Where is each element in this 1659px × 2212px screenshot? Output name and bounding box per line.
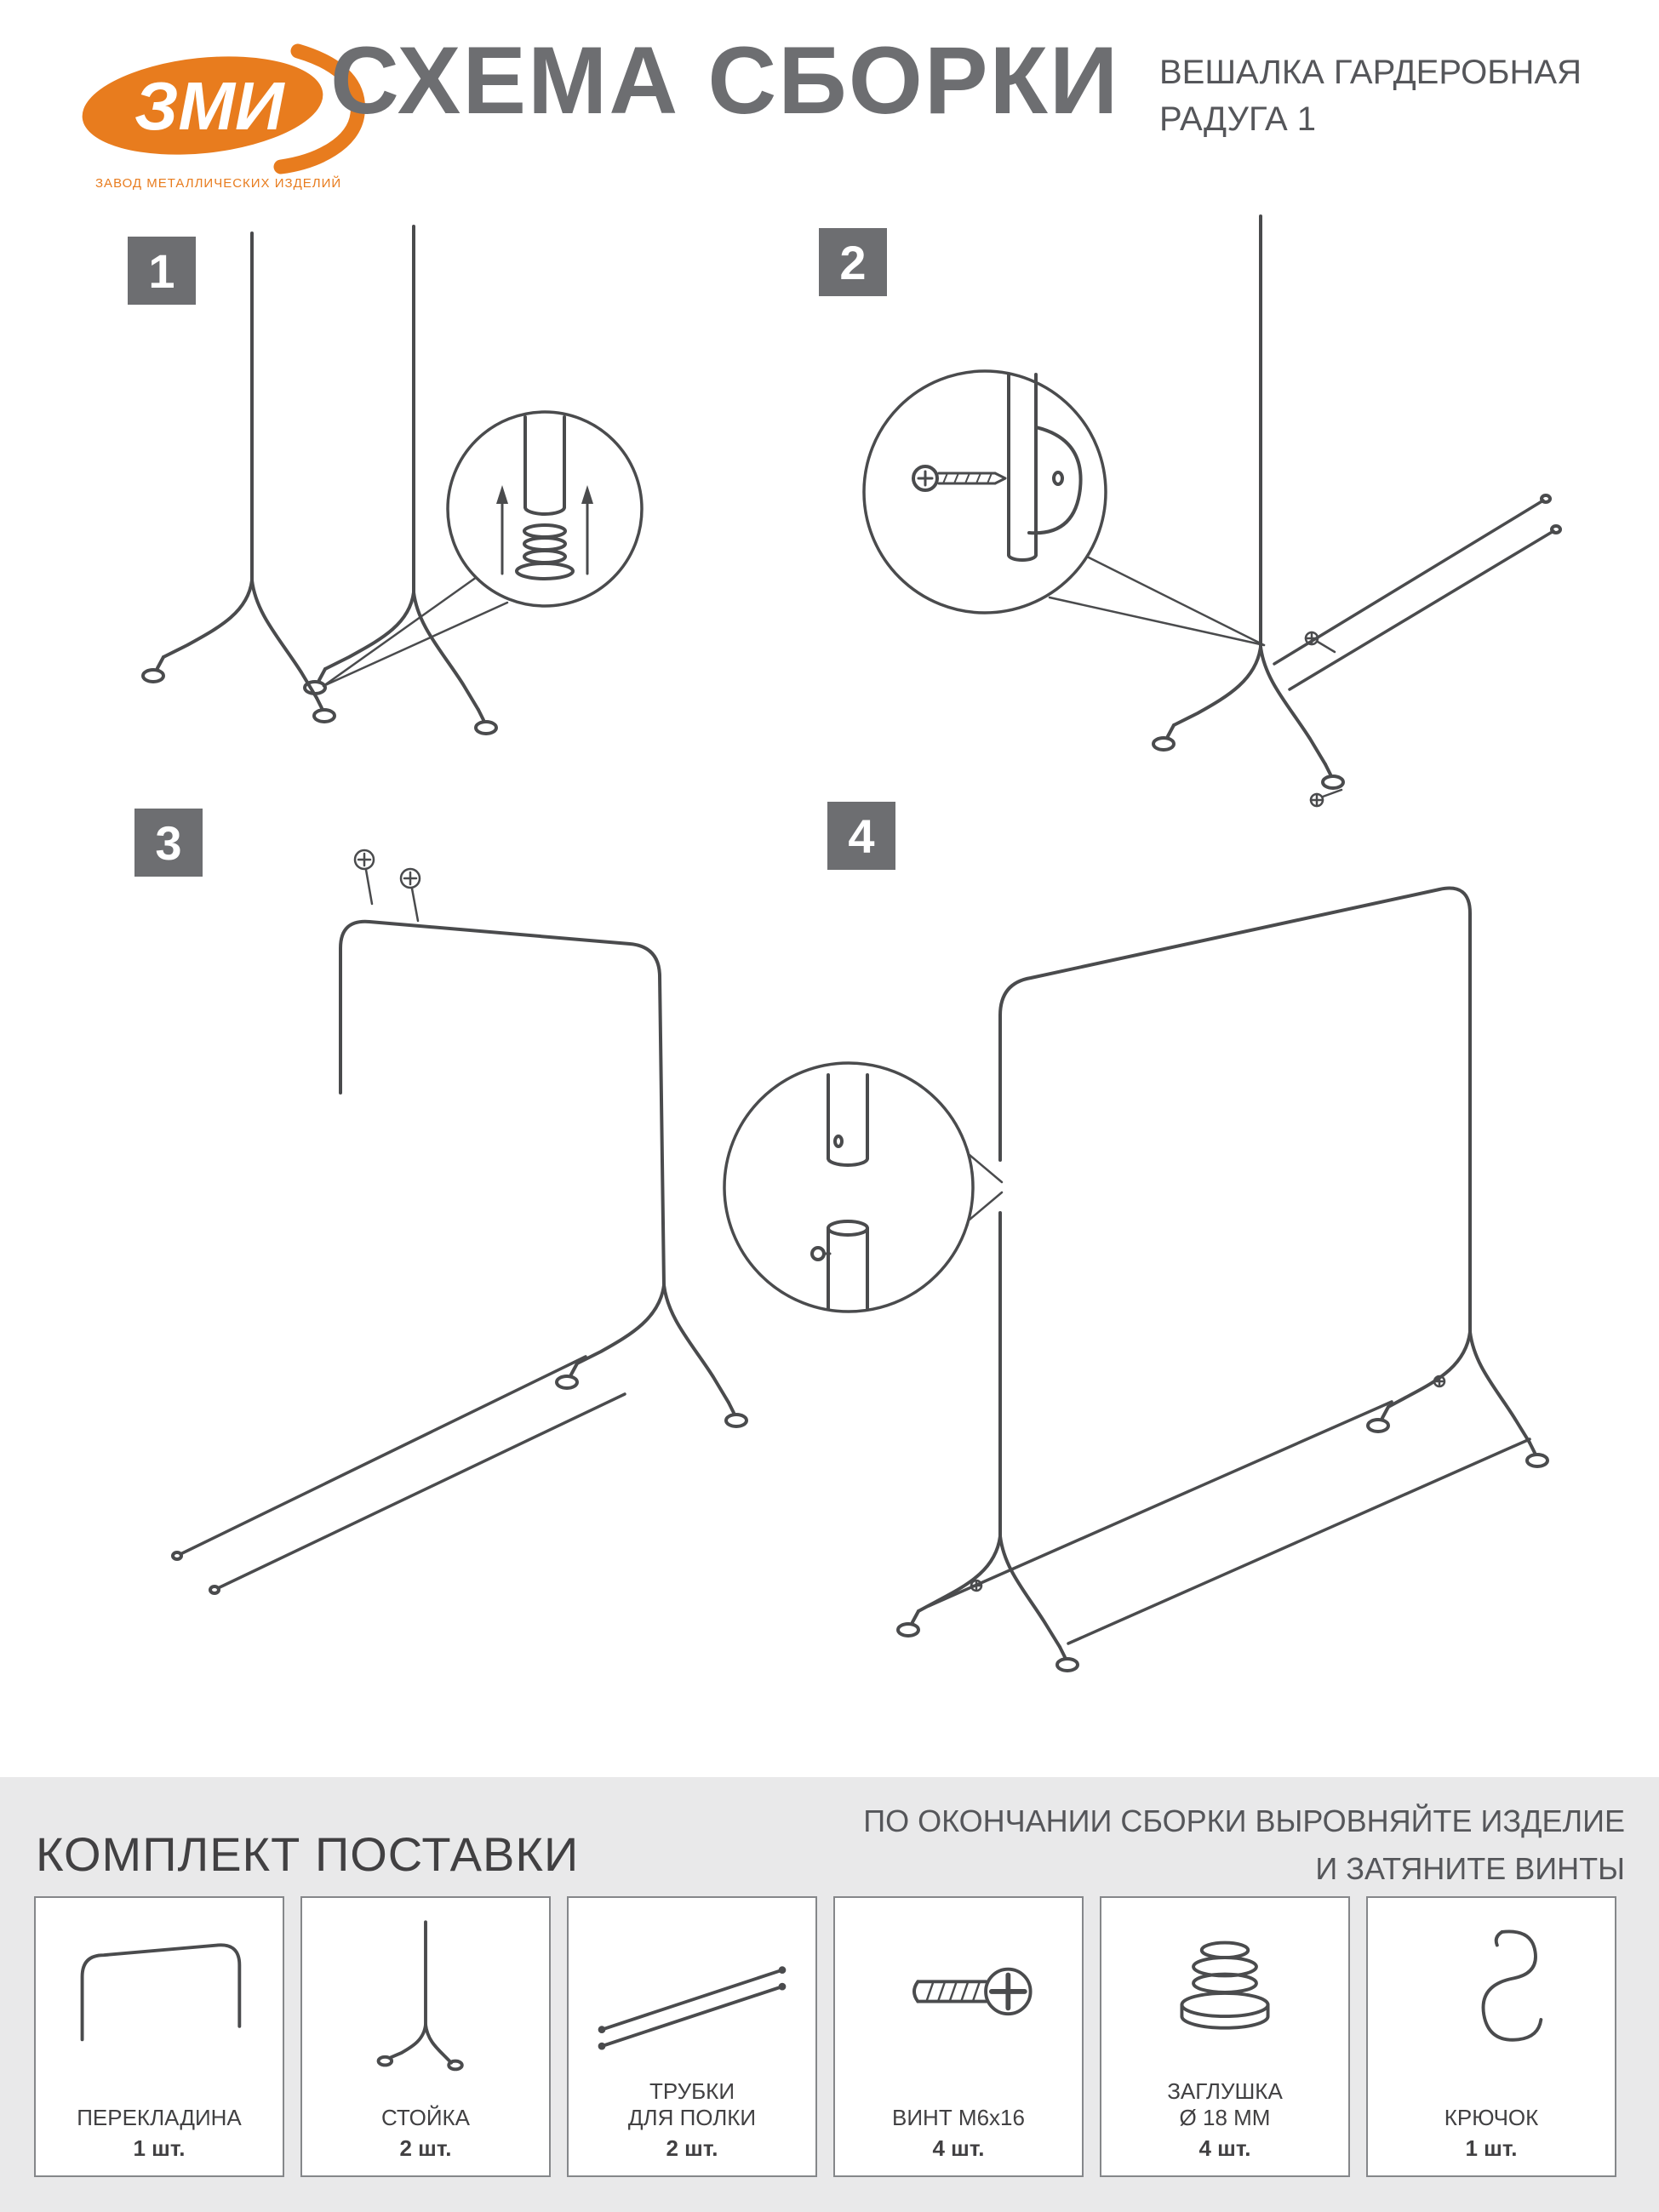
callout-leader bbox=[1048, 555, 1266, 647]
brand-text: ЗМИ bbox=[134, 68, 285, 144]
stand bbox=[1152, 214, 1345, 790]
part-name: ПЕРЕКЛАДИНА bbox=[77, 2105, 242, 2131]
step-4-illustration bbox=[723, 886, 1549, 1672]
part-card-stand: СТОЙКА 2 шт. bbox=[300, 1896, 551, 2177]
step-4-number: 4 bbox=[848, 809, 875, 863]
stand-left bbox=[141, 231, 336, 723]
screw-icon bbox=[1433, 1375, 1446, 1388]
zoom-detail-screw-joint bbox=[862, 369, 1107, 614]
part-name: ТРУБКИ ДЛЯ ПОЛКИ bbox=[627, 2078, 757, 2131]
arrow-up-icon bbox=[496, 485, 508, 504]
part-name: СТОЙКА bbox=[380, 2105, 471, 2131]
shelf-tubes bbox=[171, 1355, 626, 1595]
stand-right bbox=[303, 225, 498, 735]
plug-part-icon bbox=[1180, 1941, 1270, 2030]
shelf-tubes bbox=[1273, 494, 1562, 691]
part-card-hook: КРЮЧОК 1 шт. bbox=[1366, 1896, 1616, 2177]
part-name: ЗАГЛУШКА Ø 18 ММ bbox=[1167, 2078, 1283, 2131]
crossbar-on-stand bbox=[339, 919, 748, 1428]
logo-tagline: ЗАВОД МЕТАЛЛИЧЕСКИХ ИЗДЕЛИЙ bbox=[95, 175, 341, 191]
product-subtitle-line1: ВЕШАЛКА ГАРДЕРОБНАЯ bbox=[1159, 54, 1582, 91]
shelf-tubes-part-icon bbox=[598, 1966, 787, 2050]
part-name: ВИНТ М6х16 bbox=[892, 2105, 1025, 2131]
step-2-number: 2 bbox=[839, 235, 867, 289]
part-name: КРЮЧОК bbox=[1444, 2105, 1539, 2131]
step-2-illustration bbox=[862, 214, 1562, 808]
kit-section: КОМПЛЕКТ ПОСТАВКИ ПО ОКОНЧАНИИ СБОРКИ ВЫ… bbox=[0, 1777, 1659, 2212]
part-qty: 1 шт. bbox=[1465, 2135, 1518, 2161]
hook-part-icon bbox=[1481, 1929, 1543, 2042]
screw-icon bbox=[353, 849, 375, 906]
zoom-detail-plug-insert bbox=[446, 410, 644, 608]
part-card-plug: ЗАГЛУШКА Ø 18 ММ 4 шт. bbox=[1100, 1896, 1350, 2177]
step-3-badge: 3 bbox=[134, 809, 203, 877]
part-qty: 2 шт. bbox=[399, 2135, 452, 2161]
screw-icon bbox=[970, 1579, 983, 1592]
part-qty: 2 шт. bbox=[666, 2135, 718, 2161]
screw-icon bbox=[399, 867, 421, 923]
step-1-illustration bbox=[141, 225, 644, 735]
product-subtitle-line2: РАДУГА 1 bbox=[1159, 100, 1316, 139]
screw-icon bbox=[1309, 788, 1343, 808]
assembly-note: ПО ОКОНЧАНИИ СБОРКИ ВЫРОВНЯЙТЕ ИЗДЕЛИЕ И… bbox=[863, 1798, 1625, 1893]
step-1-number: 1 bbox=[148, 243, 175, 298]
assembled-rack bbox=[896, 886, 1549, 1672]
part-qty: 1 шт. bbox=[133, 2135, 186, 2161]
step-1-badge: 1 bbox=[128, 237, 196, 305]
logo-swoosh bbox=[82, 43, 365, 174]
step-2-badge: 2 bbox=[819, 228, 887, 296]
part-card-screw: ВИНТ М6х16 4 шт. bbox=[833, 1896, 1084, 2177]
page-title: СХЕМА СБОРКИ bbox=[330, 27, 1120, 134]
zoom-detail-pole-joint bbox=[723, 1061, 975, 1313]
zmi-logo: ЗМИ ЗАВОД МЕТАЛЛИЧЕСКИХ ИЗДЕЛИЙ bbox=[82, 43, 365, 191]
assembly-note-line1: ПО ОКОНЧАНИИ СБОРКИ ВЫРОВНЯЙТЕ ИЗДЕЛИЕ bbox=[863, 1803, 1625, 1838]
step-3-number: 3 bbox=[155, 815, 182, 870]
part-qty: 4 шт. bbox=[932, 2135, 985, 2161]
step-3-illustration bbox=[171, 849, 748, 1595]
screw-part-icon bbox=[912, 1967, 1033, 2016]
part-card-shelf-tubes: ТРУБКИ ДЛЯ ПОЛКИ 2 шт. bbox=[567, 1896, 817, 2177]
arrow-up-icon bbox=[581, 485, 593, 504]
assembly-note-line2: И ЗАТЯНИТЕ ВИНТЫ bbox=[1315, 1850, 1625, 1886]
part-card-crossbar: ПЕРЕКЛАДИНА 1 шт. bbox=[34, 1896, 284, 2177]
crossbar-part-icon bbox=[80, 1943, 242, 2042]
callout-leader bbox=[968, 1153, 1004, 1221]
part-qty: 4 шт. bbox=[1198, 2135, 1251, 2161]
screw-icon bbox=[1304, 631, 1336, 654]
kit-heading: КОМПЛЕКТ ПОСТАВКИ bbox=[36, 1827, 580, 1881]
callout-leader bbox=[322, 575, 509, 688]
stand-part-icon bbox=[376, 1920, 464, 2072]
parts-list: ПЕРЕКЛАДИНА 1 шт. СТОЙКА 2 шт. bbox=[34, 1896, 1616, 2177]
step-4-badge: 4 bbox=[827, 802, 895, 870]
product-subtitle: ВЕШАЛКА ГАРДЕРОБНАЯ РАДУГА 1 bbox=[1159, 49, 1582, 143]
